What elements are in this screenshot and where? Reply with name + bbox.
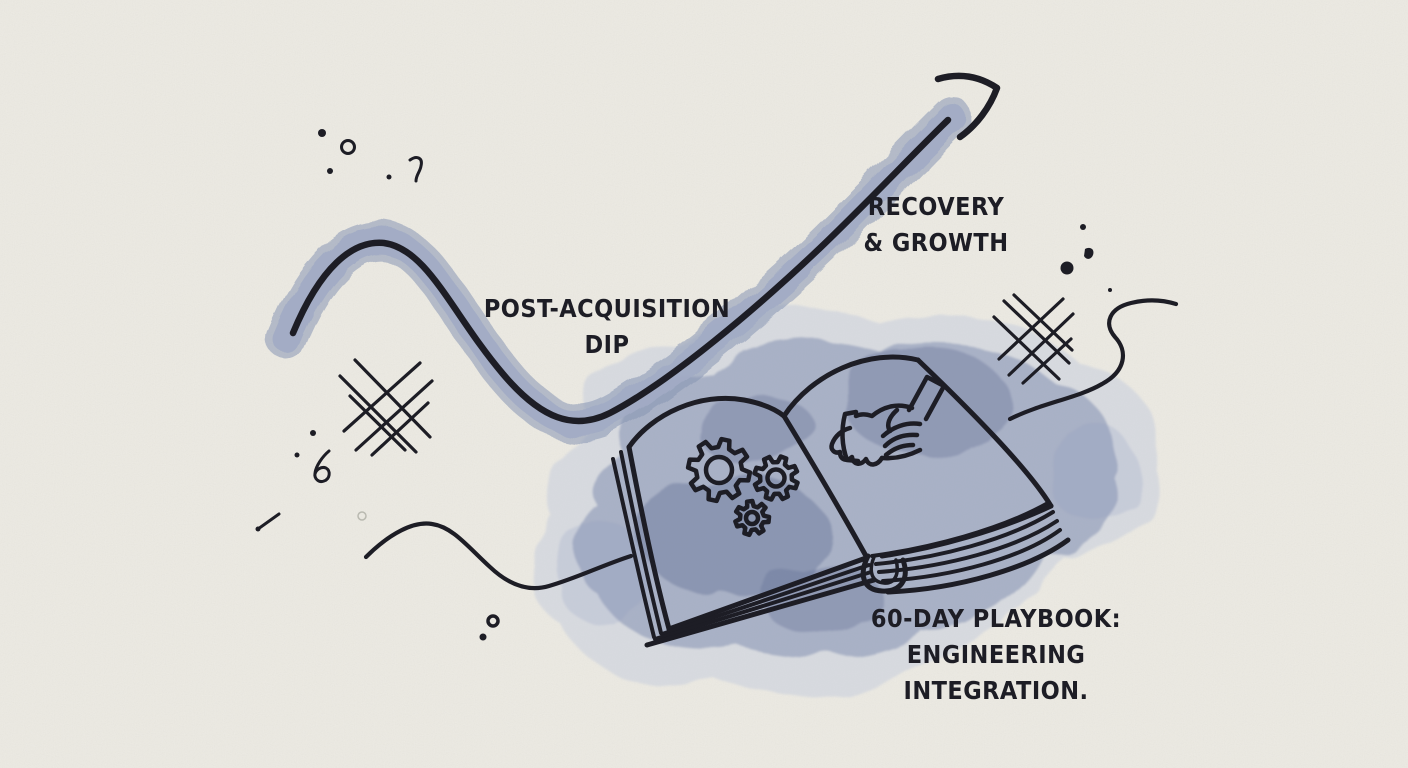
dot	[310, 430, 316, 436]
label-line: POST-ACQUISITION	[483, 294, 731, 323]
gear-small	[733, 498, 772, 538]
left-stack-edge-2	[619, 450, 663, 635]
spine-fold	[781, 413, 869, 559]
gear-medium-hub	[765, 467, 787, 489]
fan-page-1	[870, 501, 1050, 558]
squiggle-left	[363, 521, 634, 591]
splat-dot-large	[1060, 261, 1074, 275]
dot	[386, 174, 392, 180]
label-line: INTEGRATION.	[903, 676, 1089, 705]
hand-bottom	[879, 447, 923, 461]
spine-keel-inner	[869, 555, 899, 585]
faint-ring	[357, 511, 367, 521]
open-book-icon	[611, 354, 1071, 648]
left-sleeve	[840, 409, 861, 464]
fan-page-2	[874, 510, 1055, 566]
hatch-line	[348, 394, 407, 452]
right-page-outer-edge	[915, 357, 1054, 509]
gear-medium	[752, 454, 800, 502]
crosshatch-doodle-right	[992, 293, 1075, 385]
label-line: & GROWTH	[863, 228, 1009, 257]
six-doodle	[313, 449, 331, 483]
right-cover-edge	[885, 537, 1071, 595]
knuckles	[829, 425, 885, 467]
hatch-line	[354, 379, 434, 452]
trend-arrow-icon	[289, 72, 1001, 425]
left-page-top-edge	[626, 395, 787, 450]
hatch-line	[338, 374, 418, 454]
gear-large-hub	[703, 454, 735, 486]
dot	[294, 452, 300, 458]
label-post-acquisition-dip: POST-ACQUISITION DIP	[477, 291, 738, 363]
hatch-line	[992, 315, 1061, 381]
finger-3	[883, 442, 916, 458]
dot	[327, 168, 333, 174]
wash-dark-4	[759, 564, 884, 636]
small-ink-marks	[256, 139, 500, 628]
hatch-line	[342, 361, 422, 433]
fan-page-3	[877, 519, 1059, 574]
right-page-top-edge	[781, 354, 921, 419]
wash-dark-1	[638, 475, 830, 595]
left-cover-edge	[644, 577, 877, 648]
hatch-line	[370, 401, 430, 457]
splat-comma	[1084, 247, 1094, 259]
hatch-line	[353, 358, 432, 439]
left-stack-edge-3	[611, 457, 656, 639]
dot	[479, 633, 487, 641]
left-page-outer-edge	[626, 444, 672, 632]
right-sleeve	[906, 374, 947, 422]
arrow-curve	[289, 116, 952, 425]
tiny-circle-bottom	[486, 614, 500, 628]
tick-doodle	[256, 512, 281, 531]
left-page-bottom-2	[660, 563, 871, 636]
finger-1	[880, 421, 923, 439]
tiny-circle-topleft	[340, 139, 356, 155]
label-line: RECOVERY	[867, 192, 1005, 221]
handshake-icon	[829, 374, 947, 467]
hatch-line	[1007, 312, 1075, 377]
label-line: 60-DAY PLAYBOOK:	[870, 604, 1122, 633]
gear-large	[685, 436, 753, 504]
finger-2	[882, 432, 920, 449]
left-page-bottom-3	[653, 570, 873, 641]
arrowhead	[934, 72, 1001, 141]
ink-splatter-dots	[255, 129, 1112, 641]
dot	[318, 129, 326, 137]
splat-dot	[1080, 224, 1086, 230]
label-line: DIP	[584, 330, 630, 359]
ink-linework	[256, 72, 1179, 648]
spine-keel	[860, 553, 908, 594]
squiggle-doodle	[363, 298, 1179, 591]
crosshatch-doodle-left	[338, 358, 434, 457]
gear-small-hub	[743, 509, 761, 527]
wash-dark-2	[849, 351, 1013, 456]
left-page-bottom-1	[666, 555, 869, 632]
label-60-day-playbook: 60-DAY PLAYBOOK: ENGINEERING INTEGRATION…	[852, 601, 1140, 709]
hand-top	[853, 403, 915, 419]
squiggle-right	[1007, 298, 1179, 422]
fan-page-4	[881, 528, 1062, 583]
hatch-line	[1021, 337, 1073, 385]
splat-dot	[1108, 288, 1112, 292]
hook-doodle	[408, 156, 423, 183]
hatch-line	[997, 297, 1065, 361]
label-line: ENGINEERING	[906, 640, 1086, 669]
label-recovery-growth: RECOVERY & GROWTH	[837, 189, 1035, 261]
hatch-line	[1012, 293, 1074, 352]
dot	[255, 526, 261, 532]
gears-icon	[685, 436, 800, 538]
